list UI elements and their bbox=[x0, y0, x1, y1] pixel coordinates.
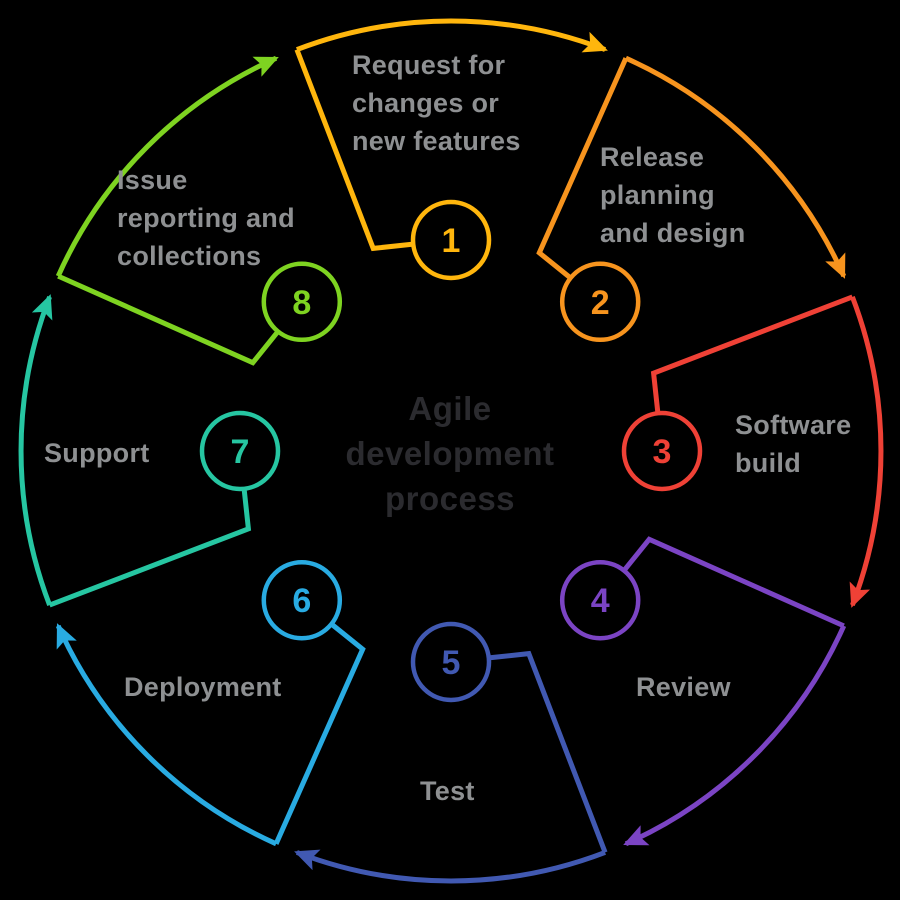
step-label-7: Support bbox=[44, 438, 150, 468]
connector-line-7 bbox=[48, 488, 252, 608]
arc-arrow-1 bbox=[296, 18, 608, 53]
connector-line-3 bbox=[650, 294, 854, 414]
step-segment-7: 7 bbox=[18, 294, 281, 608]
connector-line-1 bbox=[294, 48, 414, 252]
step-circle-5 bbox=[410, 621, 492, 703]
step-segment-5: 5 bbox=[294, 621, 608, 884]
arc-arrow-6 bbox=[55, 623, 278, 847]
step-segment-2: 2 bbox=[536, 55, 847, 343]
step-label-1: Request for changes or new features bbox=[352, 50, 521, 156]
step-segment-1: 1 bbox=[294, 18, 608, 281]
arc-arrow-7 bbox=[18, 294, 53, 606]
step-number-2: 2 bbox=[591, 284, 610, 322]
arc-arrow-4 bbox=[623, 624, 847, 847]
step-circle-7 bbox=[199, 410, 281, 492]
connector-line-2 bbox=[536, 57, 629, 280]
center-title: Agile development process bbox=[345, 390, 555, 517]
step-number-3: 3 bbox=[653, 433, 672, 471]
step-segment-6: 6 bbox=[55, 559, 366, 847]
connector-line-6 bbox=[273, 622, 366, 845]
step-circle-6 bbox=[261, 559, 343, 641]
arc-arrow-8 bbox=[55, 55, 279, 278]
step-segment-3: 3 bbox=[621, 294, 884, 608]
step-number-8: 8 bbox=[292, 284, 311, 322]
step-circle-3 bbox=[621, 410, 703, 492]
step-segment-4: 4 bbox=[559, 536, 847, 847]
step-label-4: Review bbox=[636, 672, 731, 702]
step-circle-4 bbox=[559, 559, 641, 641]
arc-arrow-3 bbox=[849, 296, 884, 608]
step-label-6: Deployment bbox=[124, 672, 282, 702]
step-label-3: Software build bbox=[735, 410, 852, 478]
step-circle-2 bbox=[559, 261, 641, 343]
arc-arrow-2 bbox=[624, 55, 847, 279]
step-number-5: 5 bbox=[442, 644, 461, 682]
step-circle-8 bbox=[261, 261, 343, 343]
step-segment-8: 8 bbox=[55, 55, 343, 366]
step-circle-1 bbox=[410, 199, 492, 281]
connector-line-5 bbox=[488, 650, 608, 854]
step-number-4: 4 bbox=[591, 582, 610, 620]
connector-line-8 bbox=[57, 273, 280, 366]
step-number-6: 6 bbox=[292, 582, 311, 620]
connector-line-4 bbox=[622, 536, 845, 629]
step-number-7: 7 bbox=[231, 433, 250, 471]
arc-arrow-5 bbox=[294, 849, 606, 884]
step-label-5: Test bbox=[420, 776, 475, 806]
step-label-2: Release planning and design bbox=[600, 142, 746, 248]
step-number-1: 1 bbox=[442, 222, 461, 260]
step-label-8: Issue reporting and collections bbox=[117, 165, 295, 271]
